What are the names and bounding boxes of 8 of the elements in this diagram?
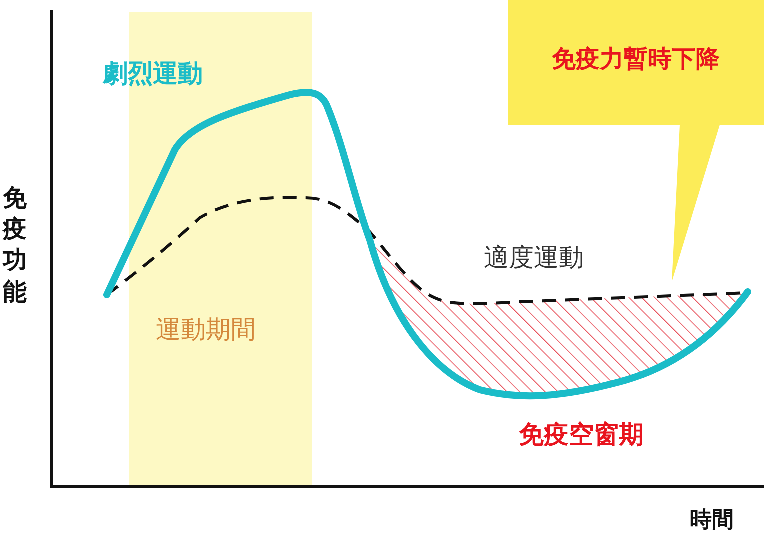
callout-text: 免疫力暫時下降 bbox=[551, 46, 721, 72]
curve-label: 劇烈運動 bbox=[103, 60, 203, 88]
speech-bubble bbox=[508, 0, 764, 284]
band-label: 運動期間 bbox=[156, 316, 256, 344]
axis-title: 免疫功能 bbox=[2, 183, 28, 308]
axis-title: 時間 bbox=[690, 509, 734, 534]
curve-label: 適度運動 bbox=[484, 244, 584, 272]
area-label: 免疫空窗期 bbox=[519, 421, 644, 448]
